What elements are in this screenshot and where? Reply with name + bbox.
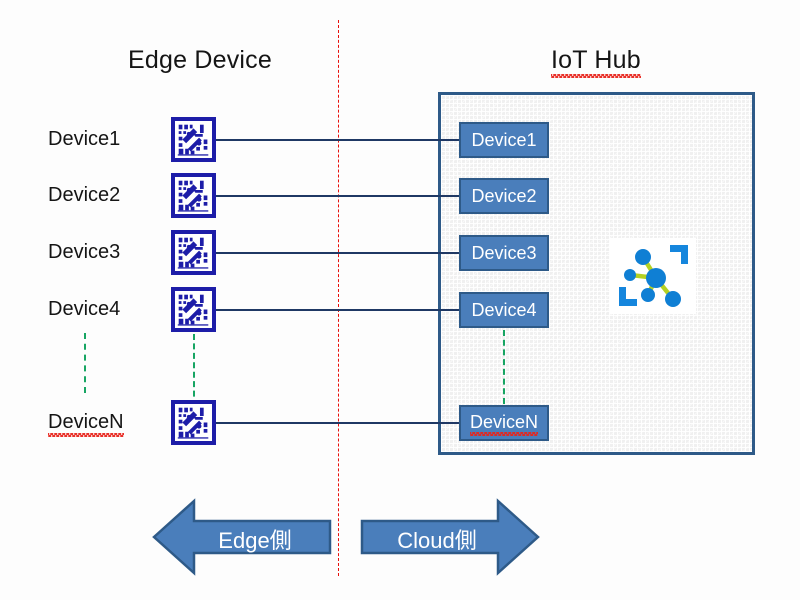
iot-hub-title-text: IoT Hub <box>551 46 641 78</box>
hub-device-box-3-label: Device3 <box>471 242 537 263</box>
hub-device-box-2-label: Device2 <box>471 185 537 206</box>
connector-line-2 <box>215 195 459 197</box>
circuit-chip-icon-n <box>171 400 216 445</box>
edge-device-label-n: DeviceN <box>48 411 124 437</box>
iot-hub-title: IoT Hub <box>551 46 641 78</box>
connector-line-3 <box>215 252 459 254</box>
edge-device-label-4-text: Device4 <box>48 298 121 320</box>
hub-device-box-2[interactable]: Device2 <box>459 178 549 214</box>
edge-device-label-2-text: Device2 <box>48 184 121 206</box>
edge-device-label-1-text: Device1 <box>48 128 121 150</box>
circuit-chip-icon-1 <box>171 117 216 162</box>
edge-device-title: Edge Device <box>128 46 272 75</box>
circuit-chip-icon-2 <box>171 173 216 218</box>
hub-device-box-1-label: Device1 <box>471 129 537 150</box>
edge-device-label-n-text: DeviceN <box>48 411 124 437</box>
edge-device-label-2: Device2 <box>48 184 120 207</box>
edge-label-ellipsis-dash <box>84 333 86 393</box>
azure-iot-hub-icon <box>610 238 696 314</box>
hub-box-ellipsis-dash <box>503 330 505 404</box>
edge-device-label-3: Device3 <box>48 241 120 264</box>
edge-chip-ellipsis-dash <box>193 334 195 406</box>
circuit-chip-icon-3 <box>171 230 216 275</box>
circuit-chip-icon-4 <box>171 287 216 332</box>
hub-device-box-1[interactable]: Device1 <box>459 122 549 158</box>
edge-device-label-3-text: Device3 <box>48 241 121 263</box>
hub-device-box-n-label: DeviceN <box>469 412 539 436</box>
hub-device-box-3[interactable]: Device3 <box>459 235 549 271</box>
edge-device-title-text: Edge Device <box>128 46 272 74</box>
hub-device-box-4-label: Device4 <box>471 299 537 320</box>
connector-line-n <box>215 422 459 424</box>
hub-device-box-n[interactable]: DeviceN <box>459 405 549 441</box>
edge-device-label-4: Device4 <box>48 298 120 321</box>
hub-device-box-4[interactable]: Device4 <box>459 292 549 328</box>
edge-side-arrow: Edge側 <box>152 497 332 577</box>
edge-cloud-divider <box>338 20 339 576</box>
cloud-side-arrow: Cloud側 <box>360 497 540 577</box>
edge-device-label-1: Device1 <box>48 128 120 151</box>
connector-line-1 <box>215 139 459 141</box>
connector-line-4 <box>215 309 459 311</box>
